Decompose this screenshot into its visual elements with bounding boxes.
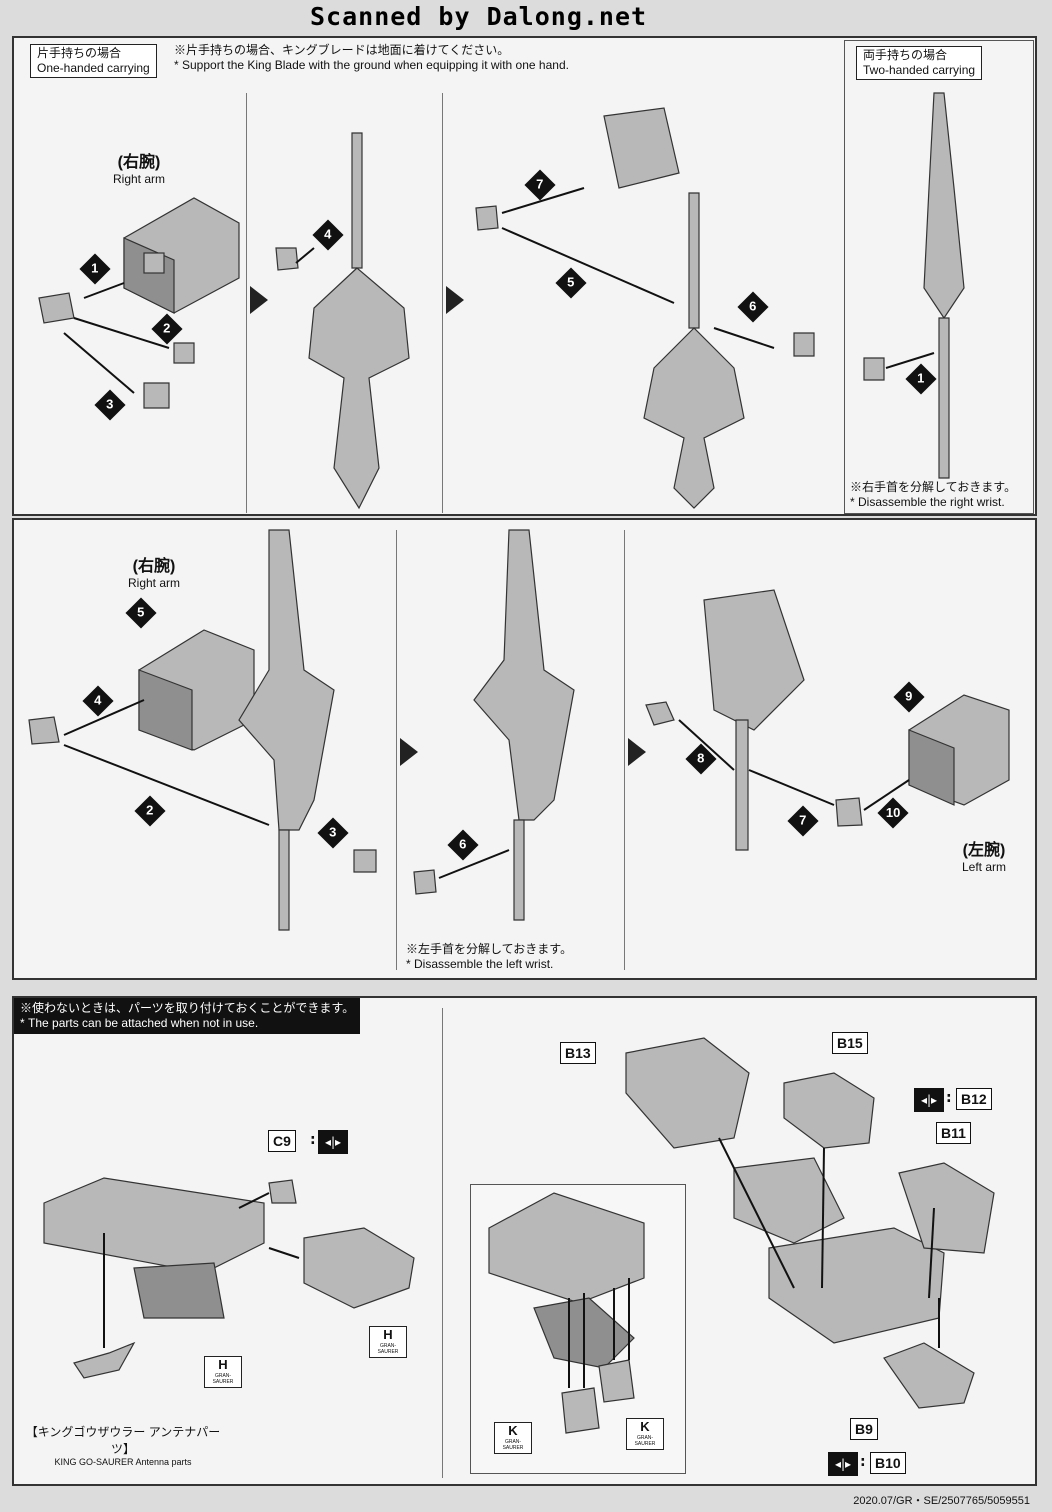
tag-c9-text: C9 xyxy=(273,1133,291,1149)
next-step-arrow xyxy=(250,286,268,314)
left-arm-jp: (左腕) xyxy=(962,842,1006,859)
wrist-note-jp: ※右手首を分解しておきます。 xyxy=(850,480,1017,494)
gran-label-1: GRAN-SAURER xyxy=(377,1343,399,1355)
step-1-two-hand-label: 1 xyxy=(917,370,925,386)
left-arm-en: Left arm xyxy=(961,860,1006,874)
step-3-label: 3 xyxy=(106,396,114,412)
mirror-icon-b12: ◂|▸ xyxy=(914,1088,944,1112)
step-6-b-label: 6 xyxy=(459,836,467,852)
one-hand-en: One-handed carrying xyxy=(37,61,150,75)
tag-b9-text: B9 xyxy=(855,1421,873,1437)
next-step-arrow xyxy=(628,738,646,766)
storage-note-jp: ※使わないときは、パーツを取り付けておくことができます。 xyxy=(20,1001,355,1015)
tag-k-left: K GRAN-SAURER xyxy=(494,1422,532,1454)
gran-label-4: GRAN-SAURER xyxy=(634,1435,656,1447)
step-1-label: 1 xyxy=(91,260,99,276)
left-wrist-note: ※左手首を分解しておきます。 * Disassemble the left wr… xyxy=(406,942,572,972)
tag-b13-text: B13 xyxy=(565,1045,591,1061)
one-hand-note: ※片手持ちの場合、キングブレードは地面に着けてください。 * Support t… xyxy=(174,43,569,73)
step-5-b-label: 5 xyxy=(137,604,145,620)
step-7-b-label: 7 xyxy=(799,812,807,828)
next-step-arrow xyxy=(446,286,464,314)
note-jp: ※片手持ちの場合、キングブレードは地面に着けてください。 xyxy=(174,43,510,57)
tag-b12-text: B12 xyxy=(961,1091,987,1107)
tag-h-left-letter: H xyxy=(218,1357,228,1372)
two-hand-jp: 両手持ちの場合 xyxy=(863,48,948,62)
step-4-label: 4 xyxy=(324,226,332,242)
colon-b12: : xyxy=(946,1090,952,1106)
tag-b11-text: B11 xyxy=(941,1125,966,1141)
tag-b11: B11 xyxy=(936,1122,971,1144)
mirror-icon: ◂|▸ xyxy=(318,1130,348,1154)
scanned-watermark: Scanned by Dalong.net xyxy=(310,2,648,31)
tag-k-right: K GRAN-SAURER xyxy=(626,1418,664,1450)
tag-c9: C9 xyxy=(268,1130,296,1152)
tag-k-right-letter: K xyxy=(640,1419,650,1434)
tag-h-left: H GRAN-SAURER xyxy=(204,1356,242,1388)
mirror-icon-b10: ◂|▸ xyxy=(828,1452,858,1476)
section-three-storage: ※使わないときは、パーツを取り付けておくことができます。 * The parts… xyxy=(12,996,1037,1486)
step-6-label: 6 xyxy=(749,298,757,314)
tag-b10: B10 xyxy=(870,1452,906,1474)
tag-h-right: H GRAN-SAURER xyxy=(369,1326,407,1358)
colon-b10: : xyxy=(860,1454,866,1470)
one-hand-label: 片手持ちの場合 One-handed carrying xyxy=(30,44,157,78)
right-arm-label-2: (右腕) Right arm xyxy=(99,552,209,590)
right-arm-jp-2: (右腕) xyxy=(132,558,176,575)
divider-3 xyxy=(396,530,397,970)
tag-b12: B12 xyxy=(956,1088,992,1110)
storage-note-en: * The parts can be attached when not in … xyxy=(20,1016,259,1030)
right-arm-illustration xyxy=(38,92,965,510)
note-en: * Support the King Blade with the ground… xyxy=(174,58,569,72)
divider-1 xyxy=(246,93,247,513)
antenna-parts-label: 【キングゴウザウラー アンテナパーツ】 KING GO-SAURER Anten… xyxy=(18,1423,228,1467)
storage-note: ※使わないときは、パーツを取り付けておくことができます。 * The parts… xyxy=(14,998,361,1034)
colon-c9: : xyxy=(310,1132,316,1148)
right-arm-en-2: Right arm xyxy=(127,576,180,590)
right-arm-en: Right arm xyxy=(112,172,165,186)
one-hand-jp: 片手持ちの場合 xyxy=(37,46,122,60)
gran-label-2: GRAN-SAURER xyxy=(212,1373,234,1385)
divider-4 xyxy=(624,530,625,970)
next-step-arrow xyxy=(400,738,418,766)
tag-b9: B9 xyxy=(850,1418,878,1440)
wrist-note-en: * Disassemble the right wrist. xyxy=(850,495,1005,509)
two-hand-label: 両手持ちの場合 Two-handed carrying xyxy=(856,46,983,80)
tag-b15: B15 xyxy=(832,1032,868,1054)
right-wrist-note: ※右手首を分解しておきます。 * Disassemble the right w… xyxy=(850,480,1016,510)
tag-h-right-letter: H xyxy=(383,1327,393,1342)
tag-b13: B13 xyxy=(560,1042,596,1064)
section-one-two-handed: 片手持ちの場合 One-handed carrying ※片手持ちの場合、キング… xyxy=(12,36,1037,516)
divider-5 xyxy=(442,1008,443,1478)
step-3-b-label: 3 xyxy=(329,824,337,840)
gran-label-3: GRAN-SAURER xyxy=(502,1439,524,1451)
step-8-b-label: 8 xyxy=(697,750,705,766)
left-wrist-jp: ※左手首を分解しておきます。 xyxy=(406,942,573,956)
left-wrist-en: * Disassemble the left wrist. xyxy=(406,957,554,971)
step-7-label: 7 xyxy=(536,176,544,192)
divider-2 xyxy=(442,93,443,513)
step-9-b-label: 9 xyxy=(905,688,913,704)
storage-illustration xyxy=(43,1037,995,1409)
assembly-illustration xyxy=(28,529,1010,931)
antenna-jp: 【キングゴウザウラー アンテナパーツ】 xyxy=(25,1425,221,1456)
antenna-en: KING GO-SAURER Antenna parts xyxy=(54,1457,192,1467)
footer-code: 2020.07/GR・SE/2507765/5059551 xyxy=(853,1495,1030,1507)
step-2-label: 2 xyxy=(163,320,171,336)
step-2-b-label: 2 xyxy=(146,802,154,818)
right-arm-jp: (右腕) xyxy=(117,154,161,171)
section-two-one-handed-assembly: (右腕) Right arm (左腕) Left arm 5 4 2 3 6 8… xyxy=(12,518,1037,980)
tag-b10-text: B10 xyxy=(875,1455,901,1471)
inset-illustration xyxy=(488,1192,645,1434)
two-hand-en: Two-handed carrying xyxy=(863,63,976,77)
tag-b15-text: B15 xyxy=(837,1035,863,1051)
step-4-b-label: 4 xyxy=(94,692,102,708)
tag-k-left-letter: K xyxy=(508,1423,518,1438)
step-10-b-label: 10 xyxy=(885,805,901,820)
right-arm-label: (右腕) Right arm xyxy=(84,148,194,186)
step-5-label: 5 xyxy=(567,274,575,290)
left-arm-label: (左腕) Left arm xyxy=(929,836,1039,874)
